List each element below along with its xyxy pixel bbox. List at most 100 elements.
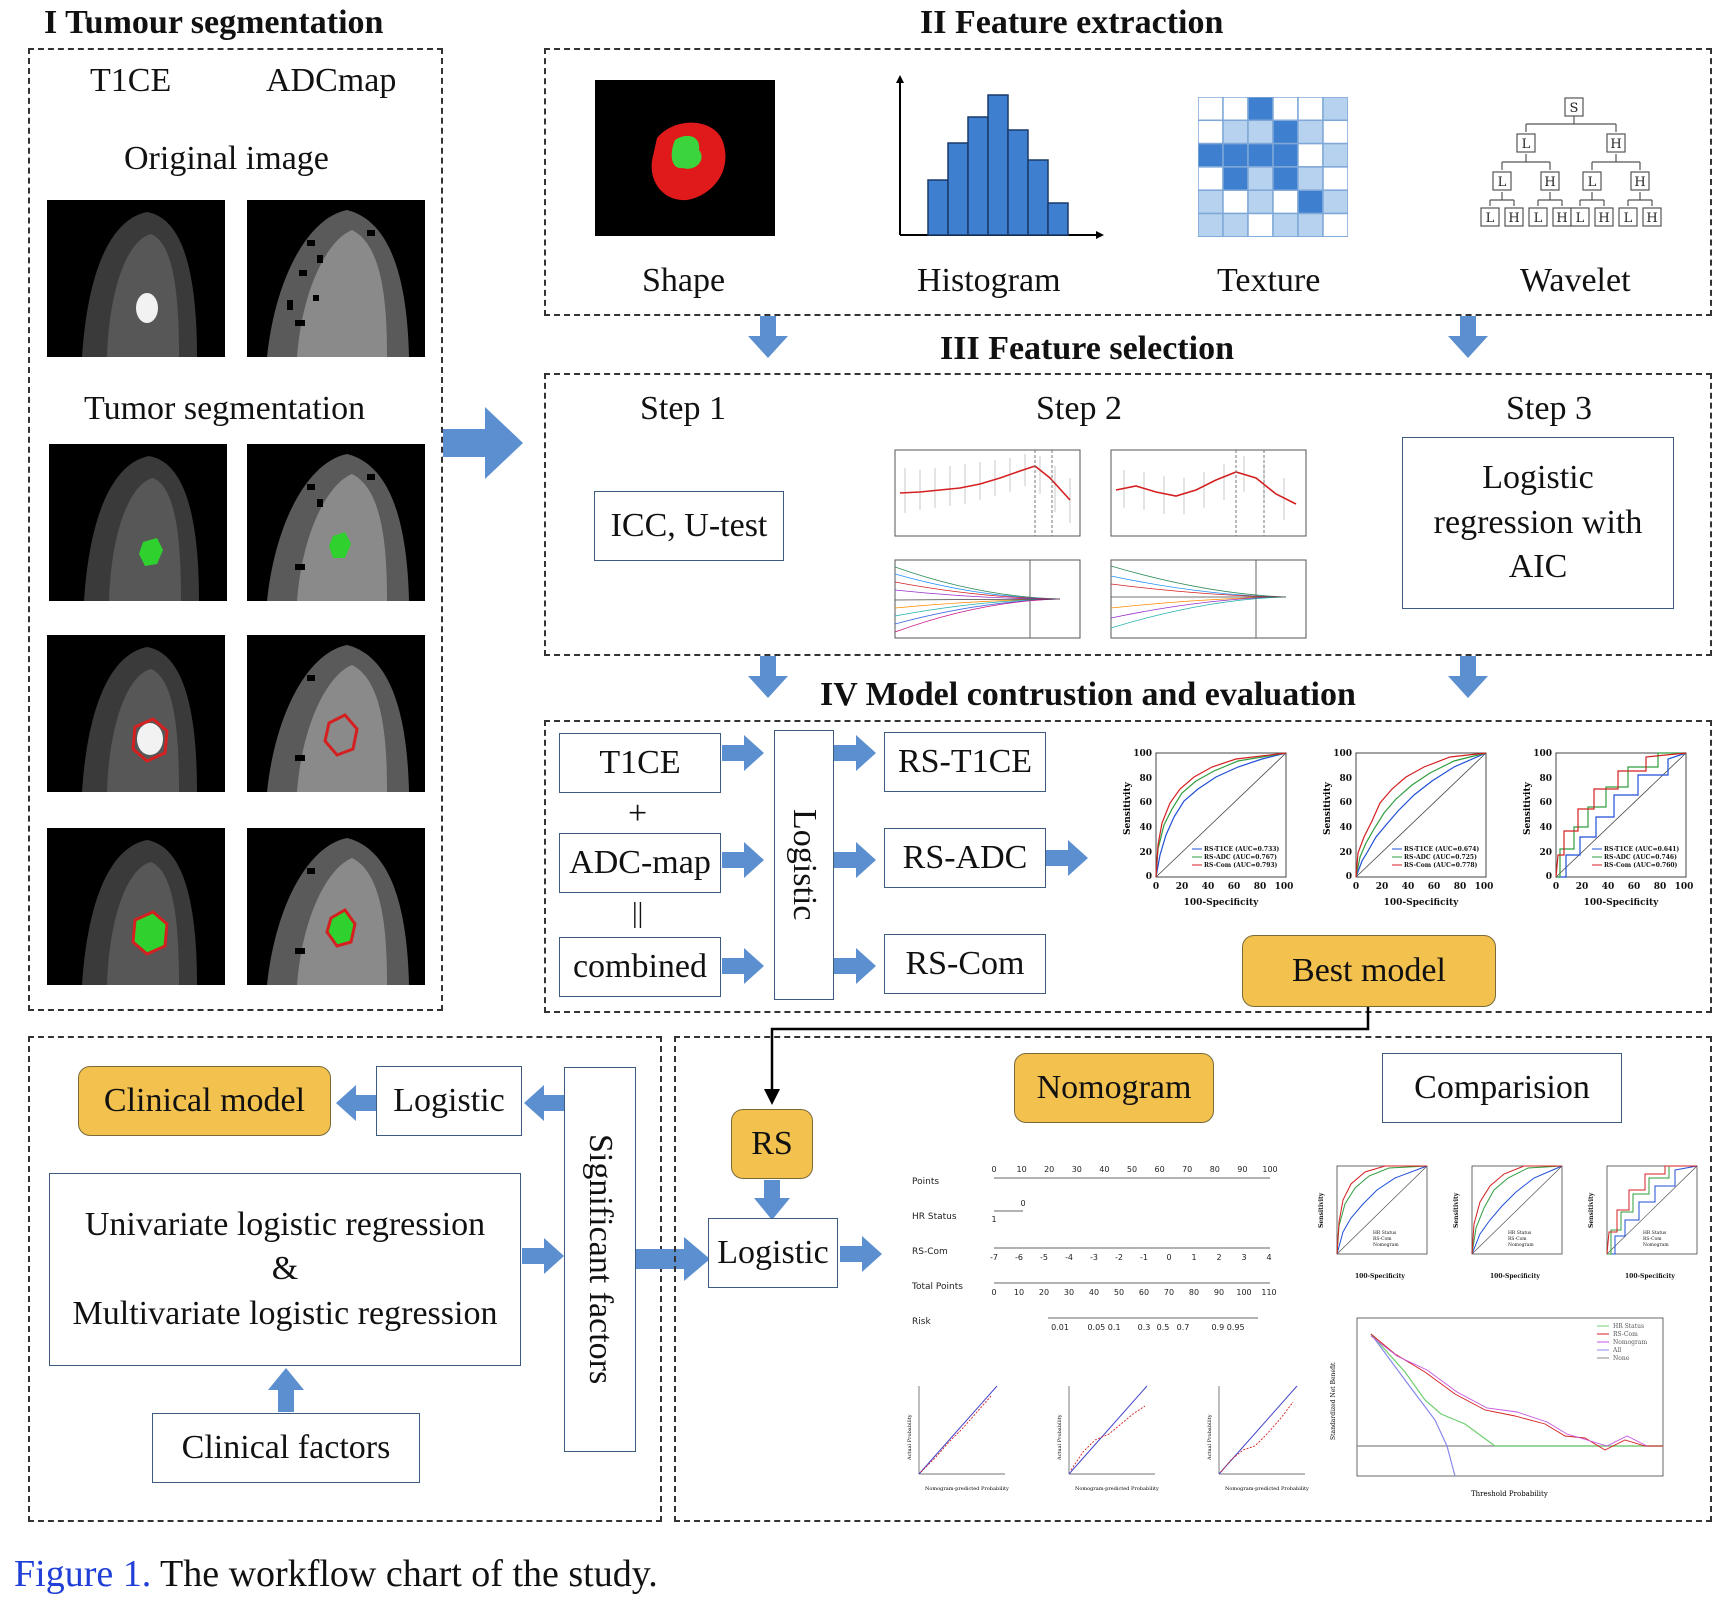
roc-legend: RS-Com (AUC=0.778) bbox=[1404, 862, 1478, 869]
roc-x-tick: 60 bbox=[1428, 882, 1441, 892]
hr-tick: 0 bbox=[1020, 1199, 1025, 1208]
factors-to-logistic-arrow bbox=[636, 1237, 710, 1281]
section-title-segmentation: I Tumour segmentation bbox=[44, 4, 384, 41]
roc-y-tick: 100 bbox=[1333, 749, 1352, 759]
rscom-tick: -6 bbox=[1015, 1253, 1023, 1262]
points-tick: 0 bbox=[991, 1165, 996, 1174]
texture-label: Texture bbox=[1217, 262, 1321, 299]
total-tick: 80 bbox=[1189, 1288, 1199, 1297]
comparison-text: Comparision bbox=[1414, 1069, 1590, 1106]
dca-x-label: Threshold Probability bbox=[1471, 1490, 1548, 1498]
input-t1ce-box: T1CE bbox=[559, 733, 721, 793]
roc-y-tick: 0 bbox=[1146, 872, 1152, 882]
nomogram-row-label: Total Points bbox=[911, 1282, 963, 1292]
total-tick: 50 bbox=[1114, 1288, 1124, 1297]
nomogram-row-label: HR Status bbox=[912, 1212, 957, 1222]
calibration-x-label: Nomogram-predicted Probability bbox=[925, 1486, 1009, 1492]
roc-y-tick: 80 bbox=[1339, 774, 1352, 784]
hr-tick: 1 bbox=[991, 1215, 996, 1224]
rs-adc-text: RS-ADC bbox=[902, 839, 1028, 876]
roc-y-tick: 80 bbox=[1539, 774, 1552, 784]
nomogram-panel bbox=[674, 1036, 1712, 1522]
caption-text: The workflow chart of the study. bbox=[151, 1553, 658, 1595]
nomogram-row-label: Risk bbox=[912, 1317, 931, 1327]
wavelet-node-label: L bbox=[1522, 137, 1531, 152]
comparison-legend: HR Status bbox=[1643, 1230, 1667, 1236]
logistic-aic-box: Logistic regression with AIC bbox=[1402, 437, 1674, 609]
input-combined-text: combined bbox=[572, 948, 708, 985]
shape-3d-render bbox=[595, 80, 775, 236]
selection-panel bbox=[544, 373, 1712, 656]
t1ce-original-image bbox=[47, 200, 225, 357]
lasso-cv-plot-2 bbox=[1096, 438, 1311, 548]
roc-x-tick: 80 bbox=[1454, 882, 1467, 892]
roc-x-tick: 80 bbox=[1254, 882, 1267, 892]
section-title-selection: III Feature selection bbox=[940, 330, 1234, 367]
clinical-factors-box: Clinical factors bbox=[152, 1413, 420, 1483]
significant-factors-text: Significant factors bbox=[582, 1134, 619, 1385]
adc-contour-image bbox=[247, 635, 425, 792]
wavelet-node-label: H bbox=[1598, 211, 1609, 226]
comparison-y-label: Sensitivity bbox=[1453, 1192, 1460, 1228]
lasso-path-plot-2 bbox=[1096, 552, 1311, 652]
points-tick: 100 bbox=[1262, 1165, 1277, 1174]
input-arrow-3 bbox=[722, 948, 764, 984]
calibration-y-label: Actual Probability bbox=[1207, 1414, 1213, 1461]
shape-label: Shape bbox=[642, 262, 726, 299]
nomo-logistic-box: Logistic bbox=[708, 1218, 838, 1288]
wavelet-node-label: S bbox=[1570, 101, 1579, 116]
dca-legend: Nomogram bbox=[1613, 1339, 1647, 1346]
roc-x-tick: 20 bbox=[1576, 882, 1589, 892]
segmentation-panel bbox=[28, 48, 443, 1011]
rscom-tick: -2 bbox=[1115, 1253, 1123, 1262]
rscom-tick: -3 bbox=[1090, 1253, 1098, 1262]
points-tick: 30 bbox=[1072, 1165, 1082, 1174]
down-arrow-left-2 bbox=[748, 656, 788, 698]
dca-legend: HR Status bbox=[1613, 1323, 1644, 1330]
roc-x-tick: 0 bbox=[1153, 882, 1159, 892]
total-tick: 110 bbox=[1261, 1288, 1276, 1297]
clinical-logistic-box: Logistic bbox=[376, 1066, 522, 1136]
clinical-logistic-arrow bbox=[524, 1085, 566, 1121]
wavelet-node-label: H bbox=[1508, 211, 1519, 226]
roc-x-tick: 20 bbox=[1376, 882, 1389, 892]
roc-x-tick: 100 bbox=[1675, 882, 1693, 892]
risk-tick: 0.7 bbox=[1177, 1323, 1190, 1332]
points-tick: 20 bbox=[1044, 1165, 1054, 1174]
roc-x-tick: 100 bbox=[1475, 882, 1493, 892]
rscom-tick: 1 bbox=[1191, 1253, 1196, 1262]
input-combined-box: combined bbox=[559, 937, 721, 997]
points-tick: 60 bbox=[1155, 1165, 1165, 1174]
risk-tick: 0.5 bbox=[1157, 1323, 1170, 1332]
points-tick: 10 bbox=[1017, 1165, 1027, 1174]
roc-y-tick: 40 bbox=[1139, 823, 1152, 833]
nomogram-text: Nomogram bbox=[1036, 1069, 1192, 1106]
rscom-tick: 3 bbox=[1241, 1253, 1246, 1262]
roc-x-label: 100-Specificity bbox=[1584, 898, 1660, 908]
roc-x-tick: 40 bbox=[1202, 882, 1215, 892]
best-model-connector bbox=[760, 1007, 1380, 1112]
factors-up-arrow bbox=[268, 1368, 304, 1412]
significant-factors-box: Significant factors bbox=[564, 1067, 636, 1452]
roc-y-tick: 40 bbox=[1339, 823, 1352, 833]
roc-y-label: Sensitivity bbox=[1323, 781, 1333, 835]
roc-x-tick: 20 bbox=[1176, 882, 1189, 892]
dca-y-label: Standardized Net Benefit bbox=[1330, 1362, 1337, 1440]
nomogram-row-label: Points bbox=[912, 1177, 939, 1187]
roc-y-tick: 60 bbox=[1339, 798, 1352, 808]
dca-legend: None bbox=[1613, 1355, 1630, 1362]
roc-x-tick: 80 bbox=[1654, 882, 1667, 892]
step2-label: Step 2 bbox=[1036, 390, 1122, 427]
comparison-legend: HR Status bbox=[1373, 1230, 1397, 1236]
model-panel bbox=[544, 720, 1712, 1013]
segmentation-to-selection-arrow bbox=[443, 405, 525, 481]
rscom-tick: -4 bbox=[1065, 1253, 1073, 1262]
regression-box: Univariate logistic regression & Multiva… bbox=[49, 1173, 521, 1366]
points-tick: 80 bbox=[1210, 1165, 1220, 1174]
comparison-legend: RS-Com bbox=[1643, 1236, 1662, 1242]
down-arrow-right-1 bbox=[1448, 316, 1488, 358]
adcmap-column-label: ADCmap bbox=[266, 62, 397, 99]
